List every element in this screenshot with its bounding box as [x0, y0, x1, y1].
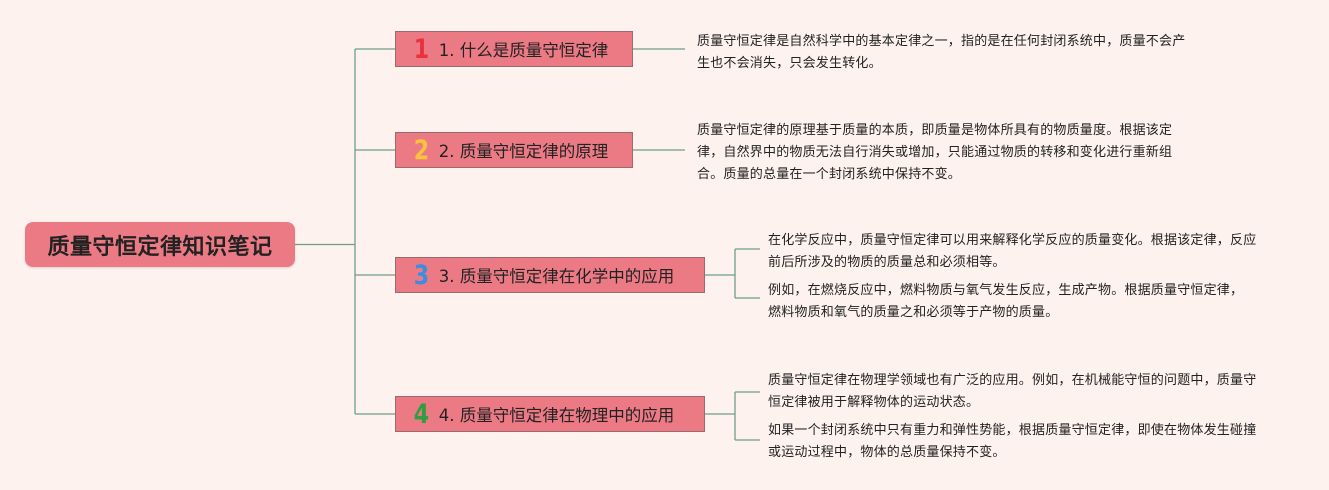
note-text: 质量守恒定律是自然科学中的基本定律之一，指的是在任何封闭系统中，质量不会产生也不…	[697, 34, 1186, 71]
note-text: 如果一个封闭系统中只有重力和弹性势能，根据质量守恒定律，即使在物体发生碰撞或运动…	[768, 423, 1257, 460]
number-two-icon: 2	[413, 134, 430, 166]
note-text: 在化学反应中，质量守恒定律可以用来解释化学反应的质量变化。根据该定律，反应前后所…	[768, 233, 1257, 270]
root-node[interactable]: 质量守恒定律知识笔记	[25, 222, 295, 267]
number-one-icon: 1	[413, 33, 430, 65]
branch-node-1[interactable]: 1 1. 什么是质量守恒定律	[395, 31, 633, 67]
note-4b: 如果一个封闭系统中只有重力和弹性势能，根据质量守恒定律，即使在物体发生碰撞或运动…	[768, 420, 1263, 464]
note-1: 质量守恒定律是自然科学中的基本定律之一，指的是在任何封闭系统中，质量不会产生也不…	[697, 31, 1189, 75]
branch-node-4[interactable]: 4 4. 质量守恒定律在物理中的应用	[395, 396, 705, 432]
note-2: 质量守恒定律的原理基于质量的本质，即质量是物体所具有的物质量度。根据该定律，自然…	[697, 120, 1189, 186]
note-4a: 质量守恒定律在物理学领域也有广泛的应用。例如，在机械能守恒的问题中，质量守恒定律…	[768, 370, 1263, 414]
note-text: 质量守恒定律的原理基于质量的本质，即质量是物体所具有的物质量度。根据该定律，自然…	[697, 123, 1173, 182]
note-4-connector	[705, 391, 760, 441]
note-3a: 在化学反应中，质量守恒定律可以用来解释化学反应的质量变化。根据该定律，反应前后所…	[768, 230, 1260, 274]
root-title: 质量守恒定律知识笔记	[47, 234, 273, 260]
branch-label-1: 1. 什么是质量守恒定律	[438, 41, 609, 60]
number-four-icon: 4	[413, 398, 430, 430]
note-text: 质量守恒定律在物理学领域也有广泛的应用。例如，在机械能守恒的问题中，质量守恒定律…	[768, 373, 1257, 410]
note-3b: 例如，在燃烧反应中，燃料物质与氧气发生反应，生成产物。根据质量守恒定律，燃料物质…	[768, 280, 1250, 324]
number-three-icon: 3	[413, 259, 430, 291]
branch-label-4: 4. 质量守恒定律在物理中的应用	[438, 406, 675, 425]
branch-label-3: 3. 质量守恒定律在化学中的应用	[438, 267, 675, 286]
note-text: 例如，在燃烧反应中，燃料物质与氧气发生反应，生成产物。根据质量守恒定律，燃料物质…	[768, 283, 1244, 320]
branch-node-3[interactable]: 3 3. 质量守恒定律在化学中的应用	[395, 257, 705, 293]
note-3-connector	[705, 248, 760, 299]
branch-node-2[interactable]: 2 2. 质量守恒定律的原理	[395, 132, 633, 168]
branch-label-2: 2. 质量守恒定律的原理	[438, 142, 609, 161]
